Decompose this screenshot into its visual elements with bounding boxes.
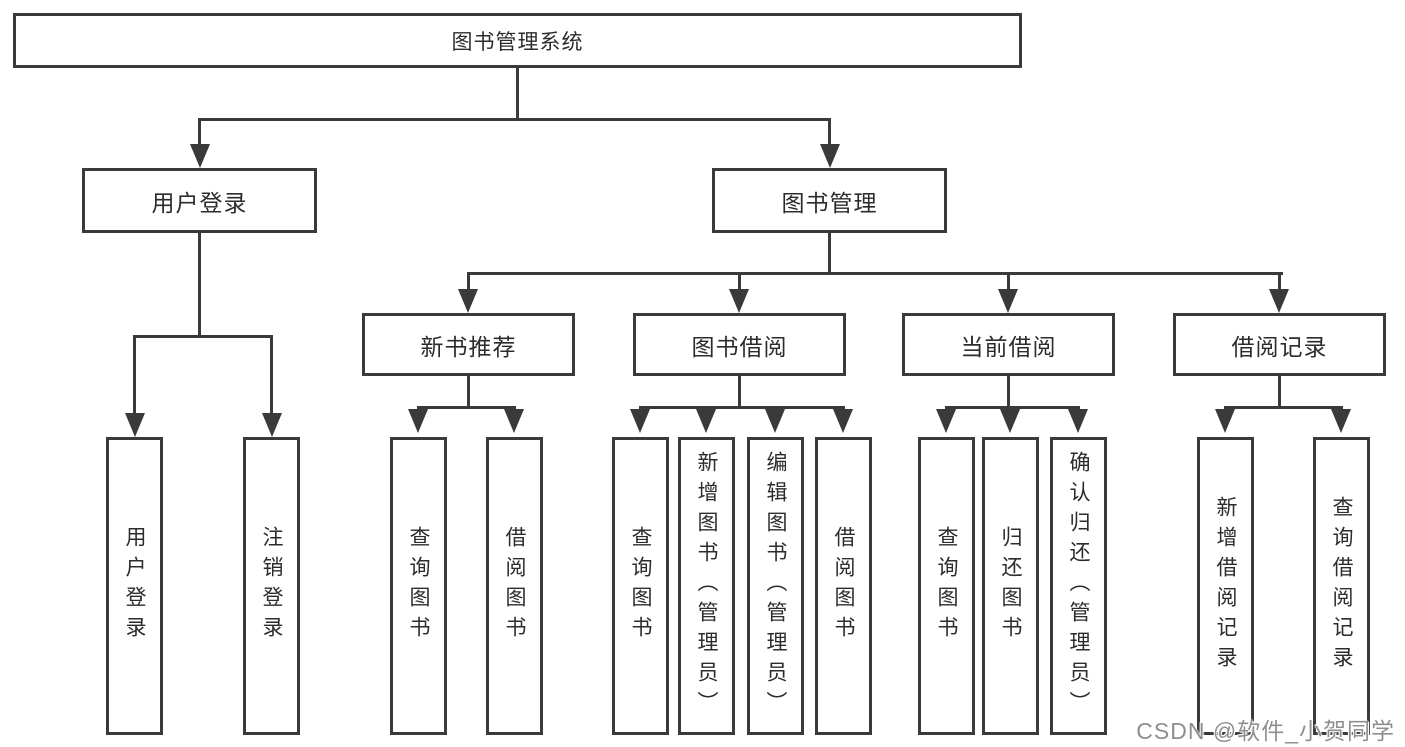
leaf-add-books-admin: 新增图书（管理员） <box>678 437 735 735</box>
arrowhead-to-book-management-icon <box>820 144 840 168</box>
connector-borrowing-records-branch-bar <box>1224 406 1343 409</box>
connector-shaft-to-borrowing-records <box>1278 275 1281 289</box>
leaf-user-login: 用户登录 <box>106 437 163 735</box>
arrowhead-to-logout-leaf-icon <box>262 413 282 437</box>
node-book-borrowing: 图书借阅 <box>633 313 846 376</box>
arrowhead-to-user-login-leaf-icon <box>125 413 145 437</box>
node-label: 借阅图书 <box>832 526 855 646</box>
connector-user-login-branch-bar <box>133 335 273 338</box>
connector-current-borrowing-branch-bar <box>945 406 1080 409</box>
connector-shaft-to-user-login <box>198 121 201 145</box>
leaf-query-borrow-record: 查询借阅记录 <box>1313 437 1370 735</box>
node-label: 图书管理系统 <box>451 30 584 54</box>
node-label: 当前借阅 <box>960 333 1057 360</box>
connector-user-login-stem <box>198 233 201 335</box>
node-label: 归还图书 <box>999 526 1022 646</box>
arrowhead-to-borrowing-records-icon <box>1269 289 1289 313</box>
node-label: 图书管理 <box>781 189 878 216</box>
connector-book-management-stem <box>828 233 831 272</box>
node-label: 注销登录 <box>260 526 283 646</box>
connector-current-borrowing-stem <box>1007 376 1010 406</box>
node-label: 新增图书（管理员） <box>695 451 718 721</box>
connector-book-borrowing-stem <box>738 376 741 406</box>
arrowhead-to-add-record-icon <box>1215 409 1235 433</box>
connector-root-branch-bar <box>198 118 831 121</box>
node-borrowing-records: 借阅记录 <box>1173 313 1386 376</box>
leaf-query-books-newbooks: 查询图书 <box>390 437 447 735</box>
connector-shaft-to-book-borrowing <box>738 275 741 289</box>
node-label: 查询图书 <box>407 526 430 646</box>
node-label: 确认归还（管理员） <box>1067 451 1090 721</box>
leaf-query-books-borrowing: 查询图书 <box>612 437 669 735</box>
node-user-login: 用户登录 <box>82 168 317 233</box>
leaf-edit-books-admin: 编辑图书（管理员） <box>747 437 804 735</box>
arrowhead-to-user-login-icon <box>190 144 210 168</box>
connector-book-borrowing-branch-bar <box>639 406 845 409</box>
arrowhead-to-book-borrowing-icon <box>729 289 749 313</box>
arrowhead-to-query-record-icon <box>1331 409 1351 433</box>
connector-shaft-to-user-login-leaf <box>133 338 136 413</box>
node-label: 编辑图书（管理员） <box>764 451 787 721</box>
connector-root-stem <box>516 68 519 118</box>
arrowhead-to-query-books-icon <box>408 409 428 433</box>
node-book-management: 图书管理 <box>712 168 947 233</box>
csdn-watermark: CSDN @软件_小贺同学 <box>1136 718 1395 744</box>
node-label: 新书推荐 <box>420 333 517 360</box>
leaf-query-books-current: 查询图书 <box>918 437 975 735</box>
connector-new-books-branch-bar <box>417 406 516 409</box>
connector-shaft-to-logout-leaf <box>270 338 273 413</box>
arrowhead-to-new-books-icon <box>458 289 478 313</box>
leaf-borrow-books-borrowing: 借阅图书 <box>815 437 872 735</box>
arrowhead-to-edit-books-icon <box>765 409 785 433</box>
connector-shaft-to-new-books <box>467 275 470 289</box>
node-label: 借阅记录 <box>1231 333 1328 360</box>
leaf-confirm-return-admin: 确认归还（管理员） <box>1050 437 1107 735</box>
node-label: 用户登录 <box>151 189 248 216</box>
connector-borrowing-records-stem <box>1278 376 1281 406</box>
connector-shaft-to-book-management <box>828 121 831 145</box>
node-label: 查询图书 <box>935 526 958 646</box>
node-label: 借阅图书 <box>503 526 526 646</box>
arrowhead-to-current-borrowing-icon <box>998 289 1018 313</box>
leaf-return-books: 归还图书 <box>982 437 1039 735</box>
node-label: 图书借阅 <box>691 333 788 360</box>
arrowhead-to-query-books-icon <box>630 409 650 433</box>
arrowhead-to-return-books-icon <box>1000 409 1020 433</box>
leaf-borrow-books-newbooks: 借阅图书 <box>486 437 543 735</box>
node-label: 查询图书 <box>629 526 652 646</box>
leaf-logout: 注销登录 <box>243 437 300 735</box>
node-label: 用户登录 <box>123 526 146 646</box>
connector-shaft-to-current-borrowing <box>1007 275 1010 289</box>
node-current-borrowing: 当前借阅 <box>902 313 1115 376</box>
leaf-add-borrow-record: 新增借阅记录 <box>1197 437 1254 735</box>
arrowhead-to-borrow-books-icon <box>504 409 524 433</box>
connector-new-books-stem <box>467 376 470 406</box>
node-label: 查询借阅记录 <box>1330 496 1353 676</box>
arrowhead-to-confirm-return-icon <box>1068 409 1088 433</box>
node-new-books: 新书推荐 <box>362 313 575 376</box>
arrowhead-to-add-books-icon <box>696 409 716 433</box>
node-library-management-system: 图书管理系统 <box>13 13 1022 68</box>
node-label: 新增借阅记录 <box>1214 496 1237 676</box>
arrowhead-to-query-books-icon <box>936 409 956 433</box>
arrowhead-to-borrow-books-icon <box>833 409 853 433</box>
connector-book-management-branch-bar <box>467 272 1283 275</box>
